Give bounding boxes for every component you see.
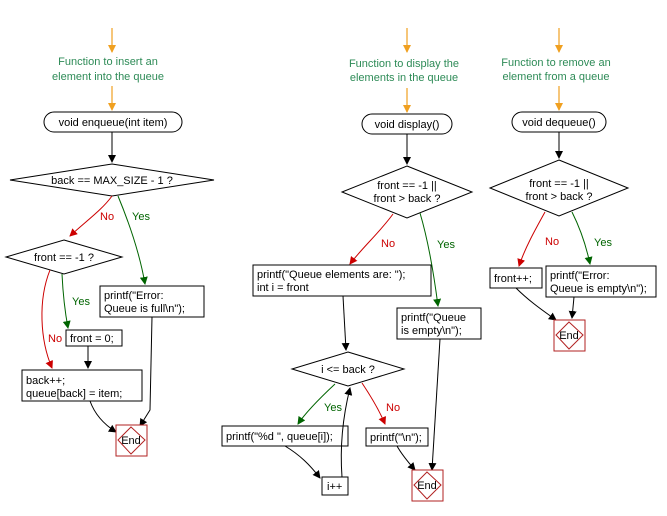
yes-arrow-icon (571, 211, 593, 265)
yes-arrow-icon (297, 383, 336, 425)
display-print-head-box[interactable] (252, 264, 432, 297)
dequeue-comment-line1: Function to remove an (501, 57, 610, 69)
dequeue-empty-decision-line2: front > back ? (526, 191, 593, 203)
end-diamond-icon (555, 321, 584, 350)
enqueue-full-message-line1: printf("Error: (104, 290, 164, 302)
display-increment-label: i++ (327, 481, 342, 493)
yes-label: Yes (437, 239, 455, 251)
dequeue-comment-line2: element from a queue (502, 71, 609, 83)
arrow-icon (341, 295, 350, 351)
display-loop-decision-label: i <= back ? (321, 364, 375, 376)
no-label: No (48, 333, 62, 345)
arrow-icon (284, 445, 321, 479)
no-arrow-icon (349, 213, 394, 265)
enqueue-start-terminal[interactable] (43, 111, 183, 133)
no-label: No (381, 238, 395, 250)
enqueue-set-front-box[interactable] (65, 329, 123, 347)
dequeue-empty-decision[interactable] (488, 159, 630, 217)
end-diamond-icon (413, 471, 442, 500)
arrow-icon (568, 296, 577, 319)
display-loop-decision[interactable] (290, 351, 406, 387)
display-start-label: void display() (375, 119, 440, 131)
display-comment-line2: elements in the queue (350, 72, 458, 84)
dequeue-empty-decision-line1: front == -1 || (529, 178, 589, 190)
display-print-item-label: printf("%d ", queue[i]); (226, 431, 333, 443)
display-empty-decision-line2: front > back ? (374, 193, 441, 205)
enqueue-comment-line1: Function to insert an (58, 56, 158, 68)
enqueue-flow: Function to insert an element into the q… (4, 28, 215, 457)
dequeue-start-label: void dequeue() (522, 117, 595, 129)
dequeue-end-label: End (559, 330, 579, 342)
display-increment-box[interactable] (321, 476, 349, 496)
dequeue-empty-message-line1: printf("Error: (550, 270, 610, 282)
no-label: No (100, 211, 114, 223)
yes-arrow-icon (61, 273, 71, 329)
no-arrow-icon (41, 269, 53, 369)
enqueue-start-label: void enqueue(int item) (59, 117, 168, 129)
enqueue-front-decision[interactable] (4, 239, 124, 275)
dequeue-flow: Function to remove an element from a que… (488, 28, 657, 352)
enqueue-insert-box[interactable] (21, 369, 143, 402)
arrow-icon (428, 338, 441, 471)
display-empty-message-line2: is empty\n"); (401, 325, 462, 337)
display-newline-label: printf("\n"); (370, 432, 422, 444)
display-flow: Function to display the elements in the … (221, 28, 482, 502)
display-end-label: End (417, 480, 437, 492)
display-empty-message-line1: printf("Queue (401, 312, 466, 324)
arrow-icon (139, 316, 153, 427)
yes-label: Yes (132, 211, 150, 223)
enqueue-full-decision-label: back == MAX_SIZE - 1 ? (51, 175, 173, 187)
enqueue-comment-line2: element into the queue (52, 71, 164, 83)
arrow-icon (89, 400, 117, 433)
no-label: No (545, 236, 559, 248)
dequeue-empty-message-box[interactable] (545, 265, 657, 298)
display-empty-decision[interactable] (340, 165, 474, 219)
arrow-icon (396, 445, 416, 471)
end-diamond-icon (117, 426, 146, 455)
yes-label: Yes (324, 402, 342, 414)
no-arrow-icon (517, 211, 546, 267)
enqueue-front-decision-label: front == -1 ? (34, 252, 94, 264)
display-empty-decision-line1: front == -1 || (377, 180, 437, 192)
enqueue-insert-line1: back++; (26, 375, 65, 387)
enqueue-insert-line2: queue[back] = item; (26, 388, 122, 400)
no-arrow-icon (69, 195, 113, 237)
enqueue-full-message-line2: Queue is full\n"); (104, 303, 185, 315)
display-comment-line1: Function to display the (349, 58, 459, 70)
dequeue-inc-front-label: front++; (494, 273, 532, 285)
loop-back-arrow-icon (340, 387, 353, 478)
yes-arrow-icon (419, 212, 442, 307)
yes-label: Yes (594, 237, 612, 249)
enqueue-set-front-label: front = 0; (70, 333, 114, 345)
yes-arrow-icon (117, 195, 148, 285)
enqueue-end-label: End (121, 435, 141, 447)
no-label: No (386, 402, 400, 414)
dequeue-empty-message-line2: Queue is empty\n"); (550, 283, 647, 295)
display-print-head-line2: int i = front (257, 282, 309, 294)
arrow-icon (515, 287, 557, 321)
no-arrow-icon (361, 382, 386, 425)
display-print-head-line1: printf("Queue elements are: "); (257, 269, 405, 281)
display-empty-message-box[interactable] (396, 307, 482, 340)
yes-label: Yes (72, 296, 90, 308)
